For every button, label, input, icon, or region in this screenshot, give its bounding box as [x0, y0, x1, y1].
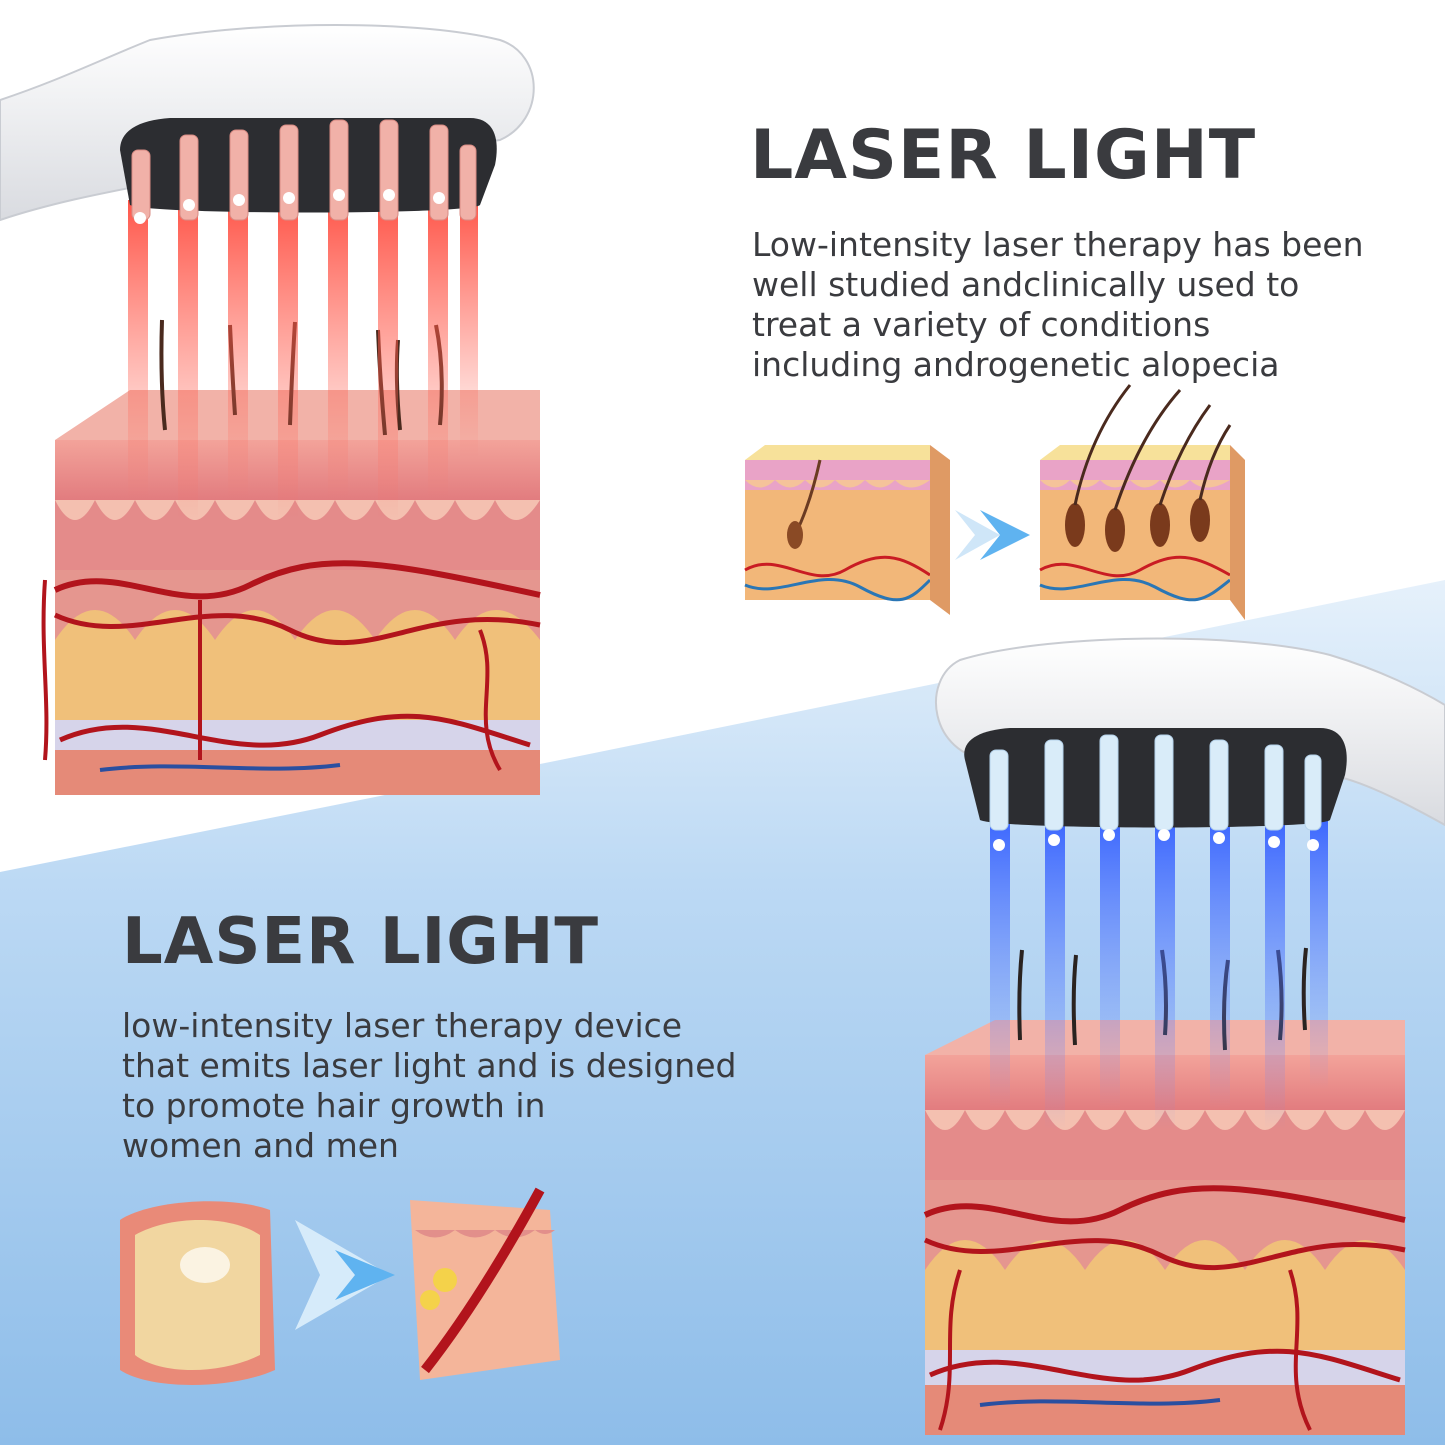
laser-comb-device-icon [935, 637, 1445, 851]
scalp-treatment-before-after [120, 1187, 560, 1385]
before-skin-cube [744, 445, 950, 615]
top-body-text: Low-intensity laser therapy has been wel… [752, 225, 1364, 385]
after-scalp-cube [410, 1187, 560, 1380]
hair-regrowth-before-after [744, 384, 1245, 620]
bottom-body-line: low-intensity laser therapy device [122, 1006, 683, 1045]
blue-laser-skin-illustration [923, 637, 1445, 1435]
skin-block-top [41, 390, 541, 795]
chevron-right-icon [295, 1220, 395, 1330]
laser-comb-device-icon [0, 24, 535, 224]
after-skin-cube [1039, 384, 1245, 620]
red-laser-beams [128, 200, 478, 520]
red-laser-skin-illustration [0, 24, 541, 795]
blue-laser-beams [990, 810, 1328, 1130]
top-body-line: treat a variety of conditions [752, 305, 1211, 344]
top-body-line: Low-intensity laser therapy has been [752, 225, 1364, 264]
top-heading: LASER LIGHT [750, 116, 1257, 195]
bottom-body-line: that emits laser light and is designed [122, 1046, 737, 1085]
bottom-body-line: to promote hair growth in [122, 1086, 546, 1125]
top-body-line: including androgenetic alopecia [752, 345, 1280, 384]
bottom-heading: LASER LIGHT [122, 905, 600, 979]
bottom-body-line: women and men [122, 1126, 399, 1165]
bottom-body-text: low-intensity laser therapy device that … [122, 1006, 736, 1166]
top-body-line: well studied andclinically used to [752, 265, 1300, 304]
before-scalp-cube [120, 1201, 275, 1385]
chevron-right-icon [955, 510, 1030, 560]
